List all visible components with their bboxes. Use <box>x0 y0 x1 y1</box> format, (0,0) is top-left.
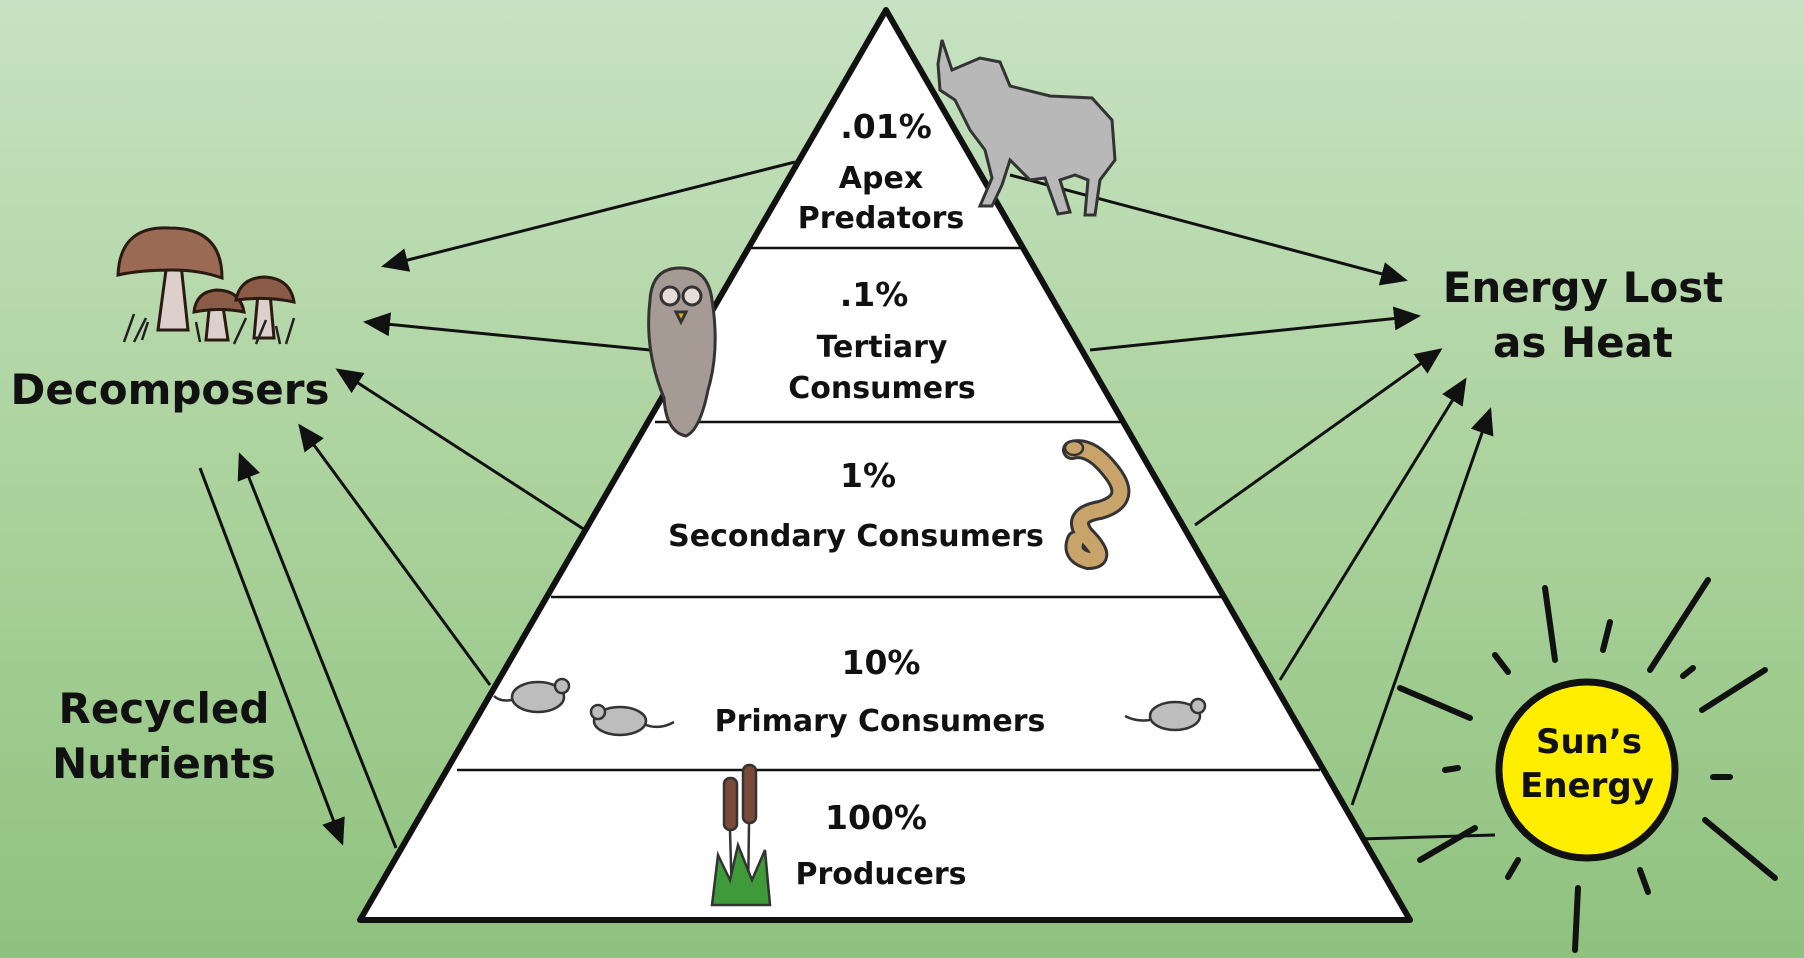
mushroom-icon <box>116 226 296 345</box>
arrow-producers-to-heat <box>1350 407 1494 806</box>
energy-pyramid <box>357 7 1413 923</box>
arrow-apex-to-decomposers <box>381 160 796 272</box>
energy-lost-label-line1: Energy Lost <box>1443 263 1724 312</box>
sun-label-line2: Energy <box>1520 766 1654 806</box>
energy-lost-label-line2: as Heat <box>1493 318 1673 367</box>
primary-name: Primary Consumers <box>715 704 1046 739</box>
mouse-icon <box>1124 697 1207 732</box>
pyramid-labels: .01% Apex Predators .1% Tertiary Consume… <box>668 107 1045 892</box>
snake-icon <box>1062 439 1131 571</box>
apex-name-line1: Apex <box>839 161 923 196</box>
side-labels: Decomposers Energy Lost as Heat Recycled… <box>11 263 1724 788</box>
owl-icon <box>647 266 717 438</box>
arrow-primary-to-decomposers <box>298 423 492 686</box>
apex-percent: .01% <box>840 107 932 146</box>
recycled-nutrients-line2: Nutrients <box>52 739 276 788</box>
producers-percent: 100% <box>825 798 927 837</box>
secondary-percent: 1% <box>840 456 896 495</box>
producers-name: Producers <box>795 857 966 892</box>
secondary-name: Secondary Consumers <box>668 519 1044 554</box>
wolf-icon <box>936 39 1117 217</box>
mouse-icon <box>493 677 571 714</box>
primary-percent: 10% <box>842 643 921 682</box>
apex-name-line2: Predators <box>798 201 964 236</box>
recycled-nutrients-line1: Recycled <box>59 684 270 733</box>
arrow-tertiary-to-heat <box>1089 306 1421 352</box>
arrow-secondary-to-heat <box>1194 348 1443 527</box>
arrow-primary-to-heat <box>1278 377 1467 681</box>
decomposers-label: Decomposers <box>11 365 330 414</box>
arrow-apex-to-heat <box>1009 173 1408 286</box>
mouse-icon <box>589 703 675 737</box>
tertiary-percent: .1% <box>840 275 909 314</box>
arrow-decomposers-to-producers <box>198 467 345 846</box>
tertiary-name-line1: Tertiary <box>817 330 948 365</box>
tertiary-name-line2: Consumers <box>788 371 975 406</box>
arrow-producers-to-decomposers <box>237 452 398 849</box>
cattail-icon <box>710 763 772 907</box>
arrow-secondary-to-decomposers <box>335 368 586 532</box>
sun-label-line1: Sun’s <box>1536 722 1642 762</box>
arrow-tertiary-to-decomposers <box>363 312 651 352</box>
sun-icon: Sun’s Energy <box>1397 577 1778 953</box>
